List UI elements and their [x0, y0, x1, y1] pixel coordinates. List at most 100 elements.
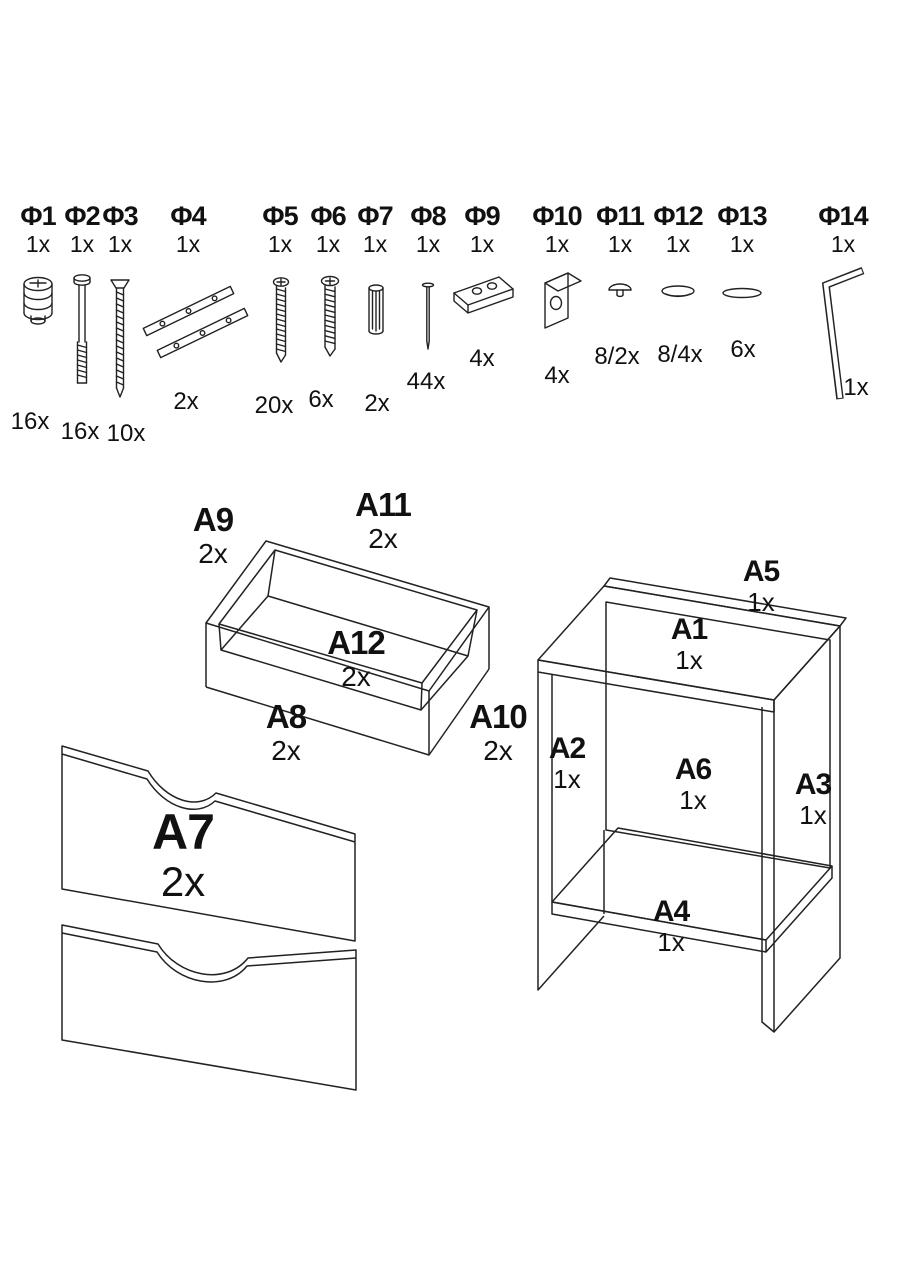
panel-a1-label: A1 1x — [670, 613, 708, 676]
part-code: Φ7 — [357, 201, 393, 231]
hw-phi2-label: Φ2 1x — [64, 201, 100, 258]
part-qty: 2x — [271, 735, 301, 767]
nail-icon — [421, 282, 435, 350]
part-code: A2 — [548, 732, 586, 765]
part-code: Φ13 — [717, 201, 767, 231]
part-scale: 1x — [544, 231, 570, 258]
panel-a5-label: A5 1x — [742, 555, 780, 618]
part-code: Φ2 — [64, 201, 100, 231]
hw-phi11-label: Φ11 1x — [596, 201, 645, 257]
hw-phi5-label: Φ5 1x — [262, 201, 298, 258]
hw-phi11-qty: 8/2x — [594, 343, 640, 370]
panel-a9-label: A9 2x — [192, 501, 234, 570]
part-code: Φ11 — [596, 201, 645, 231]
part-code: Φ12 — [653, 201, 703, 231]
hw-phi8-label: Φ8 1x — [410, 201, 446, 258]
hw-phi6-label: Φ6 1x — [310, 201, 346, 258]
part-scale: 1x — [315, 231, 341, 258]
part-code: A12 — [327, 624, 386, 661]
part-code: Φ14 — [818, 201, 868, 231]
part-code: Φ3 — [102, 201, 138, 231]
hw-phi1-qty: 16x — [10, 408, 50, 435]
drawer-slide-rails-icon — [142, 285, 249, 359]
part-code: Φ6 — [310, 201, 346, 231]
part-code: A5 — [742, 555, 780, 588]
part-code: A1 — [670, 613, 708, 646]
part-scale: 1x — [729, 231, 755, 258]
panel-a7-label: A7 2x — [152, 804, 215, 905]
part-code: A6 — [674, 753, 712, 786]
cam-lock-icon — [23, 276, 53, 325]
screw-medium-icon — [272, 277, 290, 363]
part-scale: 1x — [469, 231, 495, 258]
part-scale: 1x — [362, 231, 388, 258]
cap-medium-icon — [661, 285, 695, 298]
panel-a4-label: A4 1x — [652, 895, 690, 958]
hw-phi9-label: Φ9 1x — [464, 201, 500, 258]
part-code: A7 — [152, 804, 215, 860]
panel-a11-label: A11 2x — [355, 486, 412, 555]
part-scale: 1x — [175, 231, 201, 258]
part-scale: 1x — [25, 231, 51, 258]
cover-cap-icon — [722, 287, 762, 299]
hw-phi1-label: Φ1 1x — [20, 201, 56, 258]
panel-a8-label: A8 2x — [265, 698, 307, 767]
part-code: Φ10 — [532, 201, 582, 231]
part-code: A11 — [355, 486, 412, 523]
part-code: A4 — [652, 895, 690, 928]
dowel-plug-icon — [368, 284, 384, 335]
part-code: A8 — [265, 698, 307, 735]
part-code: A3 — [794, 768, 832, 801]
cam-bolt-icon — [73, 274, 91, 384]
panel-a12-label: A12 2x — [327, 624, 386, 693]
part-qty: 2x — [368, 523, 398, 555]
part-qty: 1x — [553, 764, 581, 795]
hw-phi7-label: Φ7 1x — [357, 201, 393, 258]
panel-a3-label: A3 1x — [794, 768, 832, 829]
part-code: Φ4 — [170, 201, 206, 231]
hw-phi13-qty: 6x — [730, 336, 756, 363]
part-qty: 2x — [483, 735, 513, 767]
part-qty: 2x — [341, 661, 371, 693]
part-code: Φ9 — [464, 201, 500, 231]
hw-phi3-qty: 10x — [106, 420, 146, 447]
part-code: Φ5 — [262, 201, 298, 231]
part-qty: 2x — [198, 538, 228, 570]
corner-bracket-icon — [544, 272, 582, 329]
part-scale: 1x — [107, 231, 133, 258]
part-qty: 2x — [160, 858, 206, 905]
part-qty: 1x — [657, 927, 685, 958]
part-code: Φ8 — [410, 201, 446, 231]
hw-phi9-qty: 4x — [469, 345, 495, 372]
part-code: Φ1 — [20, 201, 56, 231]
hw-phi2-qty: 16x — [60, 418, 100, 445]
drawer-fronts-drawing — [61, 745, 357, 1091]
part-qty: 1x — [747, 587, 775, 618]
hw-phi13-label: Φ13 1x — [717, 201, 767, 258]
hw-phi7-qty: 2x — [364, 390, 390, 417]
hw-phi6-qty: 6x — [308, 386, 334, 413]
drawer-box-drawing — [205, 540, 490, 756]
part-scale: 1x — [415, 231, 441, 258]
allen-key-icon — [821, 267, 865, 400]
hw-phi14-qty: 1x — [843, 374, 869, 401]
hw-phi12-qty: 8/4x — [657, 341, 703, 368]
hw-phi3-label: Φ3 1x — [102, 201, 138, 258]
hw-phi4-label: Φ4 1x — [170, 201, 206, 258]
hw-phi10-label: Φ10 1x — [532, 201, 582, 258]
panel-a6-label: A6 1x — [674, 753, 712, 816]
part-scale: 1x — [267, 231, 293, 258]
part-code: A10 — [469, 698, 528, 735]
part-qty: 1x — [679, 785, 707, 816]
part-scale: 1x — [830, 231, 856, 258]
part-qty: 1x — [675, 645, 703, 676]
panel-a2-label: A2 1x — [548, 732, 586, 795]
hw-phi5-qty: 20x — [254, 392, 294, 419]
cabinet-drawing — [537, 577, 847, 1033]
part-scale: 1x — [69, 231, 95, 258]
hw-phi10-qty: 4x — [544, 362, 570, 389]
part-code: A9 — [192, 501, 234, 538]
long-screw-icon — [110, 279, 130, 398]
